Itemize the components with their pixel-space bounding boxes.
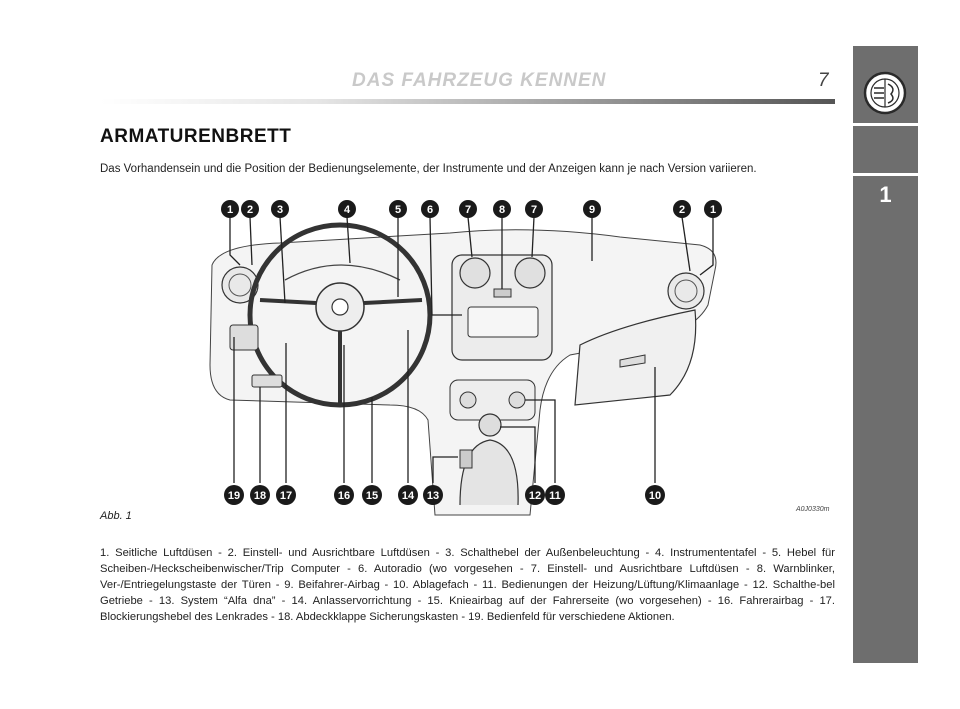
svg-text:3: 3 xyxy=(277,204,283,216)
svg-text:11: 11 xyxy=(549,490,561,502)
chapter-number: 1 xyxy=(879,182,892,207)
svg-text:1: 1 xyxy=(710,204,716,216)
callout-badges-top: 1 2 3 4 5 6 7 8 7 9 2 1 xyxy=(221,200,722,218)
svg-text:4: 4 xyxy=(344,204,351,216)
steering-wheel xyxy=(247,222,433,408)
tab-separator xyxy=(853,173,918,176)
svg-text:15: 15 xyxy=(366,490,378,502)
header-title: DAS FAHRZEUG KENNEN xyxy=(352,70,607,91)
svg-text:12: 12 xyxy=(529,490,541,502)
header-rule xyxy=(100,99,835,104)
svg-text:1: 1 xyxy=(227,204,233,216)
section-title: ARMATURENBRETT xyxy=(100,126,292,147)
radio-unit xyxy=(467,306,539,338)
alfa-romeo-badge-icon xyxy=(863,71,907,115)
svg-text:2: 2 xyxy=(679,204,685,216)
switch-panel xyxy=(229,324,259,351)
callout-badges-bottom: 19 18 17 16 15 14 13 12 11 10 xyxy=(224,485,665,505)
svg-text:13: 13 xyxy=(427,490,439,502)
svg-text:5: 5 xyxy=(395,204,401,216)
figure-caption: Abb. 1 xyxy=(100,510,132,522)
hazard-button xyxy=(493,288,512,298)
instrument-cluster xyxy=(284,264,401,281)
page-number: 7 xyxy=(818,70,829,91)
fuse-cover xyxy=(251,374,283,388)
legend-text: 1. Seitliche Luftdüsen - 2. Einstell- un… xyxy=(100,547,835,623)
svg-text:8: 8 xyxy=(499,204,505,216)
chapter-side-tab: 1 xyxy=(853,46,918,663)
center-vent-left xyxy=(459,257,491,289)
svg-text:14: 14 xyxy=(402,490,415,502)
tab-separator xyxy=(853,123,918,126)
svg-text:17: 17 xyxy=(280,490,292,502)
svg-text:2: 2 xyxy=(247,204,253,216)
gear-knob xyxy=(478,413,502,437)
left-side-vent xyxy=(221,266,259,304)
svg-text:9: 9 xyxy=(589,204,595,216)
gear-boot xyxy=(459,439,519,506)
center-vent-right xyxy=(514,257,546,289)
svg-text:10: 10 xyxy=(649,490,661,502)
dashboard-figure: 1 2 3 4 5 6 7 8 7 9 2 1 19 18 17 16 15 1… xyxy=(200,195,840,520)
svg-text:6: 6 xyxy=(427,204,433,216)
dna-switch xyxy=(459,449,473,469)
intro-text: Das Vorhandensein und die Position der B… xyxy=(100,163,757,175)
svg-text:18: 18 xyxy=(254,490,266,502)
svg-text:19: 19 xyxy=(228,490,240,502)
svg-text:16: 16 xyxy=(338,490,350,502)
figure-code: A0J0330m xyxy=(796,506,830,513)
svg-text:7: 7 xyxy=(531,204,537,216)
right-side-vent xyxy=(667,272,705,310)
svg-text:7: 7 xyxy=(465,204,471,216)
dashboard-illustration: 1 2 3 4 5 6 7 8 7 9 2 1 19 18 17 16 15 1… xyxy=(209,200,722,516)
